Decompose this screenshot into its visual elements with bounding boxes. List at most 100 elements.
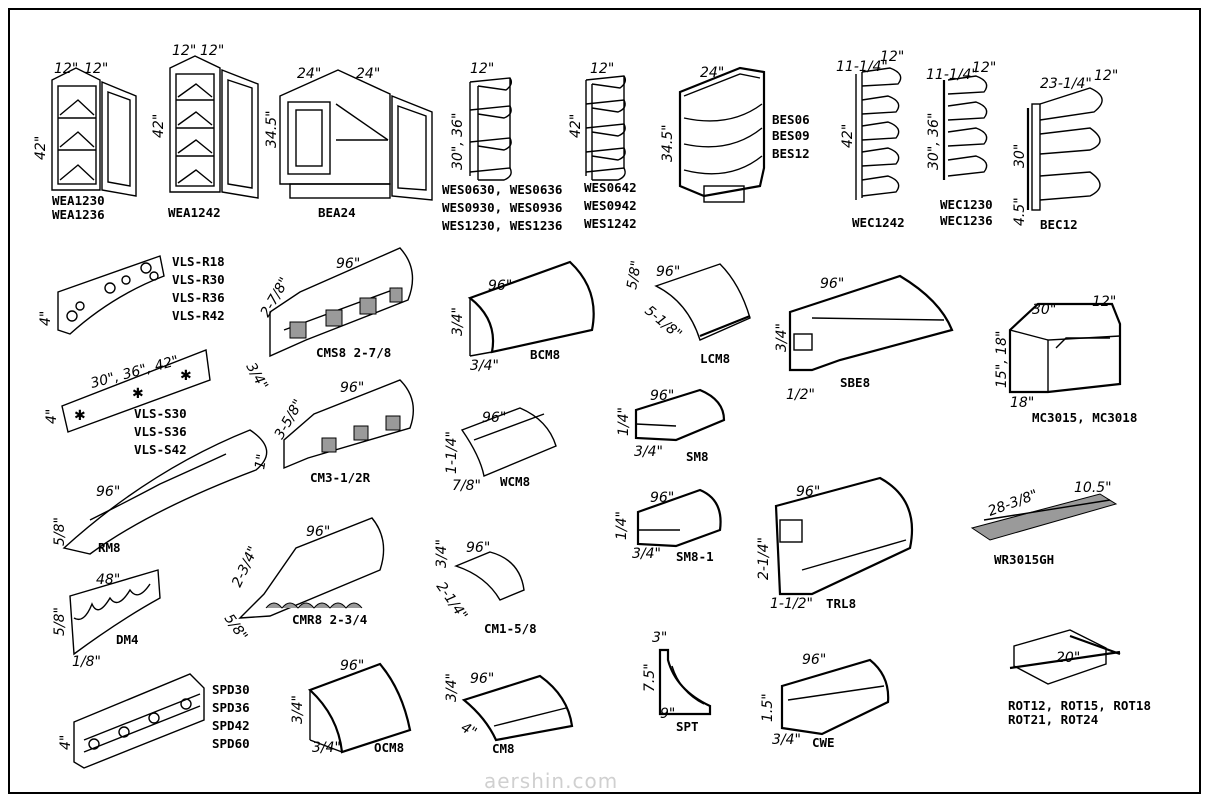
cwe-dim-2: 1.5" — [760, 693, 776, 722]
rm8-drawing — [62, 429, 268, 555]
sbe8-dim-3: 1/2" — [786, 387, 815, 403]
vls-s-label-3: VLS-S42 — [134, 442, 187, 457]
wes-30-label-3: WES1230, WES1236 — [442, 218, 562, 233]
wes-30-dim-1: 12" — [470, 61, 494, 77]
sm8-1-dim-2: 1/4" — [614, 511, 630, 540]
wec1242-drawing — [855, 67, 902, 200]
cm3-dim-1: 96" — [340, 380, 364, 396]
bec12-dim-4: 4.5" — [1012, 197, 1028, 226]
vls-r-label-2: VLS-R30 — [172, 272, 225, 287]
wes-42-label-1: WES0642 — [584, 180, 637, 195]
bes-dim-1: 24" — [700, 65, 724, 81]
cms8-dim-2: 2-7/8" — [258, 275, 293, 320]
cmr8-drawing — [238, 517, 385, 619]
sbe8-dim-2: 3/4" — [774, 323, 790, 352]
wea1242-dim-1: 12" — [172, 43, 196, 59]
mc-dim-4: 18" — [1010, 395, 1034, 411]
bes-dim-2: 34.5" — [660, 124, 676, 162]
dm4-dim-1: 48" — [96, 572, 120, 588]
vls-s-drawing: ✱ ✱ ✱ — [61, 349, 211, 433]
spd-label-3: SPD42 — [212, 718, 250, 733]
watermark: aershin.com — [484, 769, 618, 793]
wes-42-drawing — [585, 75, 627, 181]
cms8-label: CMS8 2-7/8 — [316, 345, 391, 360]
wec1230-dim-2: 12" — [972, 60, 996, 76]
sm8-drawing — [634, 388, 726, 442]
wr-drawing — [970, 493, 1118, 541]
bcm8-dim-2: 3/4" — [450, 307, 466, 336]
wec1242-dim-3: 42" — [840, 124, 856, 148]
bcm8-dim-3: 3/4" — [470, 358, 499, 374]
bec12-dim-1: 23-1/4" — [1040, 76, 1092, 92]
cm1-dim-3: 2-1/4" — [433, 579, 471, 623]
bea24-label-1: BEA24 — [318, 205, 356, 220]
bec12-drawing — [1026, 87, 1103, 211]
wec1242-dim-1: 11-1/4" — [836, 59, 888, 75]
cwe-dim-3: 3/4" — [772, 732, 801, 748]
rot-drawing — [1009, 629, 1121, 685]
spt-label: SPT — [676, 719, 699, 734]
wec1242-dim-2: 12" — [880, 49, 904, 65]
spd-drawing — [73, 673, 205, 769]
cms8-dim-1: 96" — [336, 256, 360, 272]
trl8-dim-1: 96" — [796, 484, 820, 500]
wec1230-dim-3: 30", 36" — [926, 113, 942, 170]
rm8-dim-2: 5/8" — [52, 517, 68, 546]
spt-dim-3: 9" — [660, 706, 675, 722]
vls-r-label-3: VLS-R36 — [172, 290, 225, 305]
sm8-dim-3: 3/4" — [634, 444, 663, 460]
sm8-1-dim-3: 3/4" — [632, 546, 661, 562]
rot-label-2: ROT21, ROT24 — [1008, 712, 1098, 727]
wes-30-label-1: WES0630, WES0636 — [442, 182, 562, 197]
rm8-dim-1: 96" — [96, 484, 120, 500]
sm8-label: SM8 — [686, 449, 709, 464]
wec1242-label-1: WEC1242 — [852, 215, 905, 230]
mc-drawing — [1008, 302, 1122, 394]
ocm8-dim-1: 96" — [340, 658, 364, 674]
wcm8-drawing — [460, 407, 557, 477]
vls-r-label-1: VLS-R18 — [172, 254, 225, 269]
cm1-dim-2: 3/4" — [434, 539, 450, 568]
wes-42-label-3: WES1242 — [584, 216, 637, 231]
cm8-dim-3: 4" — [458, 720, 479, 742]
trl8-drawing — [774, 476, 914, 596]
spt-dim-2: 7.5" — [642, 663, 658, 692]
wea1230-label-2: WEA1236 — [52, 207, 105, 222]
dm4-dim-3: 1/8" — [72, 654, 101, 670]
lcm8-dim-1: 5/8" — [624, 259, 645, 290]
ocm8-drawing — [307, 662, 412, 754]
ocm8-label: OCM8 — [374, 740, 404, 755]
bes-label-2: BES09 — [772, 128, 810, 143]
wec1230-drawing — [942, 75, 988, 180]
cmr8-dim-3: 5/8" — [221, 611, 251, 644]
wes-30-dim-2: 30", 36" — [450, 113, 466, 170]
rot-dim-1: 20" — [1056, 650, 1080, 666]
cm3-label: CM3-1/2R — [310, 470, 371, 485]
rot-label-1: ROT12, ROT15, ROT18 — [1008, 698, 1151, 713]
ocm8-dim-2: 3/4" — [290, 695, 306, 724]
cms8-drawing — [269, 247, 414, 358]
bea24-dim-1: 24" — [297, 66, 321, 82]
wcm8-label: WCM8 — [500, 474, 530, 489]
wcm8-dim-2: 1-1/4" — [444, 431, 460, 474]
bcm8-dim-1: 96" — [488, 278, 512, 294]
bcm8-drawing — [467, 260, 595, 357]
wea1242-drawing — [169, 55, 259, 199]
spd-label-4: SPD60 — [212, 736, 250, 751]
wes-42-dim-1: 12" — [590, 61, 614, 77]
cm8-dim-1: 96" — [470, 671, 494, 687]
wr-label: WR3015GH — [994, 552, 1054, 567]
dm4-drawing — [69, 569, 161, 656]
cm3-dim-3: 1" — [252, 453, 270, 471]
wes-30-label-2: WES0930, WES0936 — [442, 200, 562, 215]
spd-label-1: SPD30 — [212, 682, 250, 697]
lcm8-label: LCM8 — [700, 351, 730, 366]
sm8-1-drawing — [636, 488, 722, 548]
mc-label: MC3015, MC3018 — [1032, 410, 1137, 425]
bea24-drawing — [279, 69, 433, 201]
bec12-dim-2: 12" — [1094, 68, 1118, 84]
cm8-label: CM8 — [492, 741, 515, 756]
cmr8-dim-2: 2-3/4" — [229, 544, 262, 590]
svg-text:✱: ✱ — [180, 368, 192, 384]
svg-text:✱: ✱ — [74, 408, 86, 424]
